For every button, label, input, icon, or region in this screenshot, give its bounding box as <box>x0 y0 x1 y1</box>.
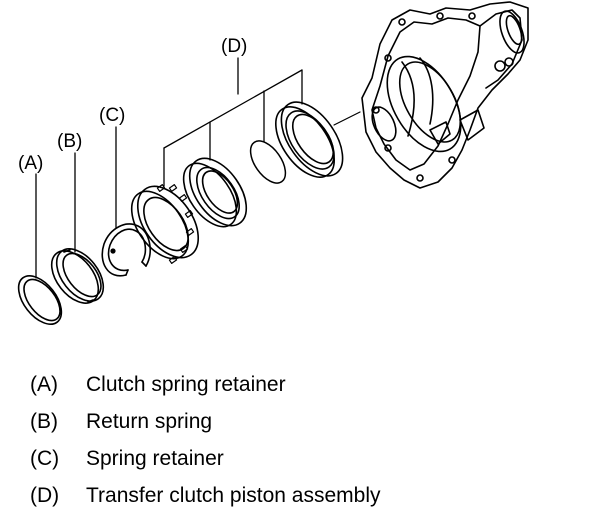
axis-line <box>333 111 361 126</box>
legend-text: Clutch spring retainer <box>86 373 286 396</box>
callout-label-a: (A) <box>18 153 43 174</box>
callout-label-d: (D) <box>221 36 247 57</box>
legend-item-b: (B) Return spring <box>30 403 381 440</box>
clutch-spring-retainer-part <box>17 275 63 325</box>
legend-text: Spring retainer <box>86 447 224 470</box>
piston-toothed-ring-part <box>130 184 200 264</box>
callout-label-c: (C) <box>99 105 125 126</box>
exploded-parts-diagram: (A) (B) (C) (D) <box>17 1 529 325</box>
return-spring-part <box>50 248 105 304</box>
leader-lines <box>35 57 303 279</box>
legend-key: (D) <box>30 484 60 507</box>
legend-key: (B) <box>30 410 58 433</box>
legend-key: (A) <box>30 373 58 396</box>
legend-text: Return spring <box>86 410 213 433</box>
piston-ring-part <box>182 157 248 228</box>
legend-item-d: (D) Transfer clutch piston assembly <box>30 477 381 514</box>
legend-item-c: (C) Spring retainer <box>30 440 381 477</box>
piston-seal-part <box>275 101 344 178</box>
spring-retainer-part <box>101 223 151 277</box>
o-ring-part <box>249 140 287 184</box>
legend-key: (C) <box>30 447 60 470</box>
callout-label-b: (B) <box>57 131 82 152</box>
transfer-housing <box>361 1 529 189</box>
legend-item-a: (A) Clutch spring retainer <box>30 366 381 403</box>
legend-text: Transfer clutch piston assembly <box>86 484 381 507</box>
parts-legend: (A) Clutch spring retainer (B) Return spri… <box>30 366 381 514</box>
